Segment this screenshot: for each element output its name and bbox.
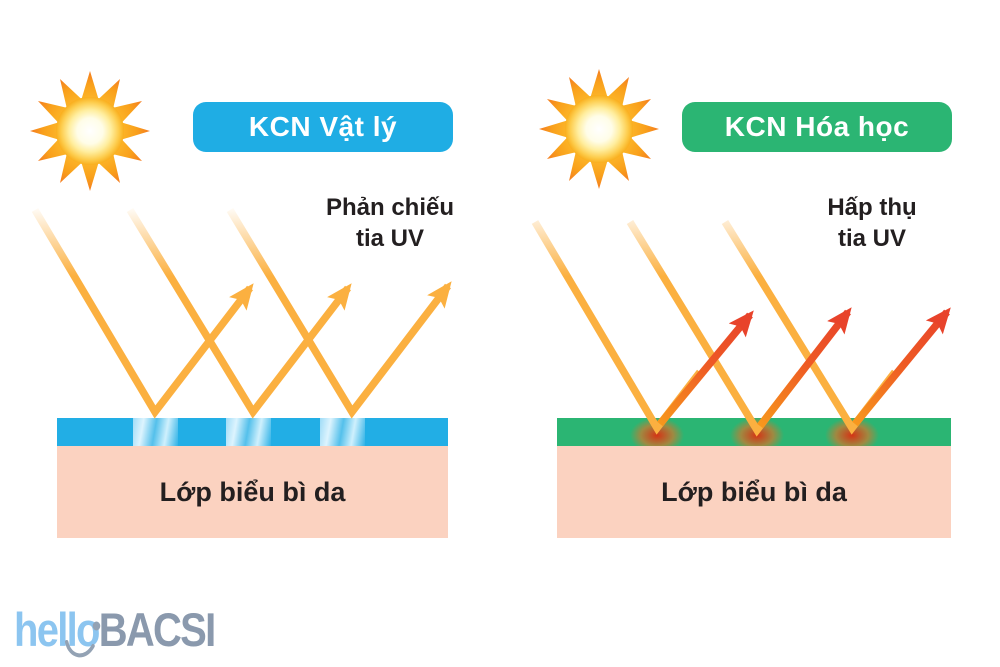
chemical-sunscreen-film bbox=[557, 418, 951, 446]
film-segment bbox=[271, 418, 320, 446]
uv-ray-absorbed bbox=[657, 310, 754, 427]
uv-ray-absorbed bbox=[757, 307, 852, 429]
uv-rays-absorbed bbox=[657, 307, 951, 429]
caption-line: Phản chiếu bbox=[325, 194, 455, 221]
physical-sunscreen-badge: KCN Vật lý bbox=[193, 102, 453, 152]
hellobacsi-logo: helloBACSI bbox=[14, 600, 286, 664]
chemical-sunscreen-badge: KCN Hóa học bbox=[682, 102, 952, 152]
caption-line: tia UV bbox=[355, 225, 424, 252]
film-segment bbox=[178, 418, 226, 446]
caption-line: tia UV bbox=[837, 225, 906, 252]
epidermis-label: Lớp biểu bì da bbox=[661, 476, 847, 507]
epidermis-left: Lớp biểu bì da bbox=[57, 446, 448, 538]
uv-ray-absorbed bbox=[852, 307, 951, 427]
absorb-uv-caption: Hấp thụ tia UV bbox=[782, 192, 962, 254]
physical-sunscreen-film bbox=[57, 418, 448, 446]
logo-bacsi-text: BACSI bbox=[98, 603, 217, 656]
stethoscope-curve-icon bbox=[65, 621, 101, 658]
uv-ray-incoming bbox=[626, 220, 803, 437]
film-segment bbox=[57, 418, 133, 446]
reflect-uv-caption: Phản chiếu tia UV bbox=[300, 192, 480, 254]
sun-icon-left bbox=[30, 71, 150, 191]
caption-line: Hấp thụ bbox=[827, 194, 917, 221]
epidermis-right: Lớp biểu bì da bbox=[557, 446, 951, 538]
uv-ray-incoming bbox=[531, 220, 703, 435]
film-segment-reflective bbox=[133, 418, 178, 446]
sun-icon-right bbox=[539, 69, 659, 189]
epidermis-label: Lớp biểu bì da bbox=[159, 476, 346, 507]
logo-hello-text: hello bbox=[14, 603, 100, 656]
film-segment-reflective bbox=[226, 418, 271, 446]
uv-ray-reflect bbox=[31, 208, 254, 419]
film-segment bbox=[365, 418, 448, 446]
film-segment-reflective bbox=[320, 418, 365, 446]
